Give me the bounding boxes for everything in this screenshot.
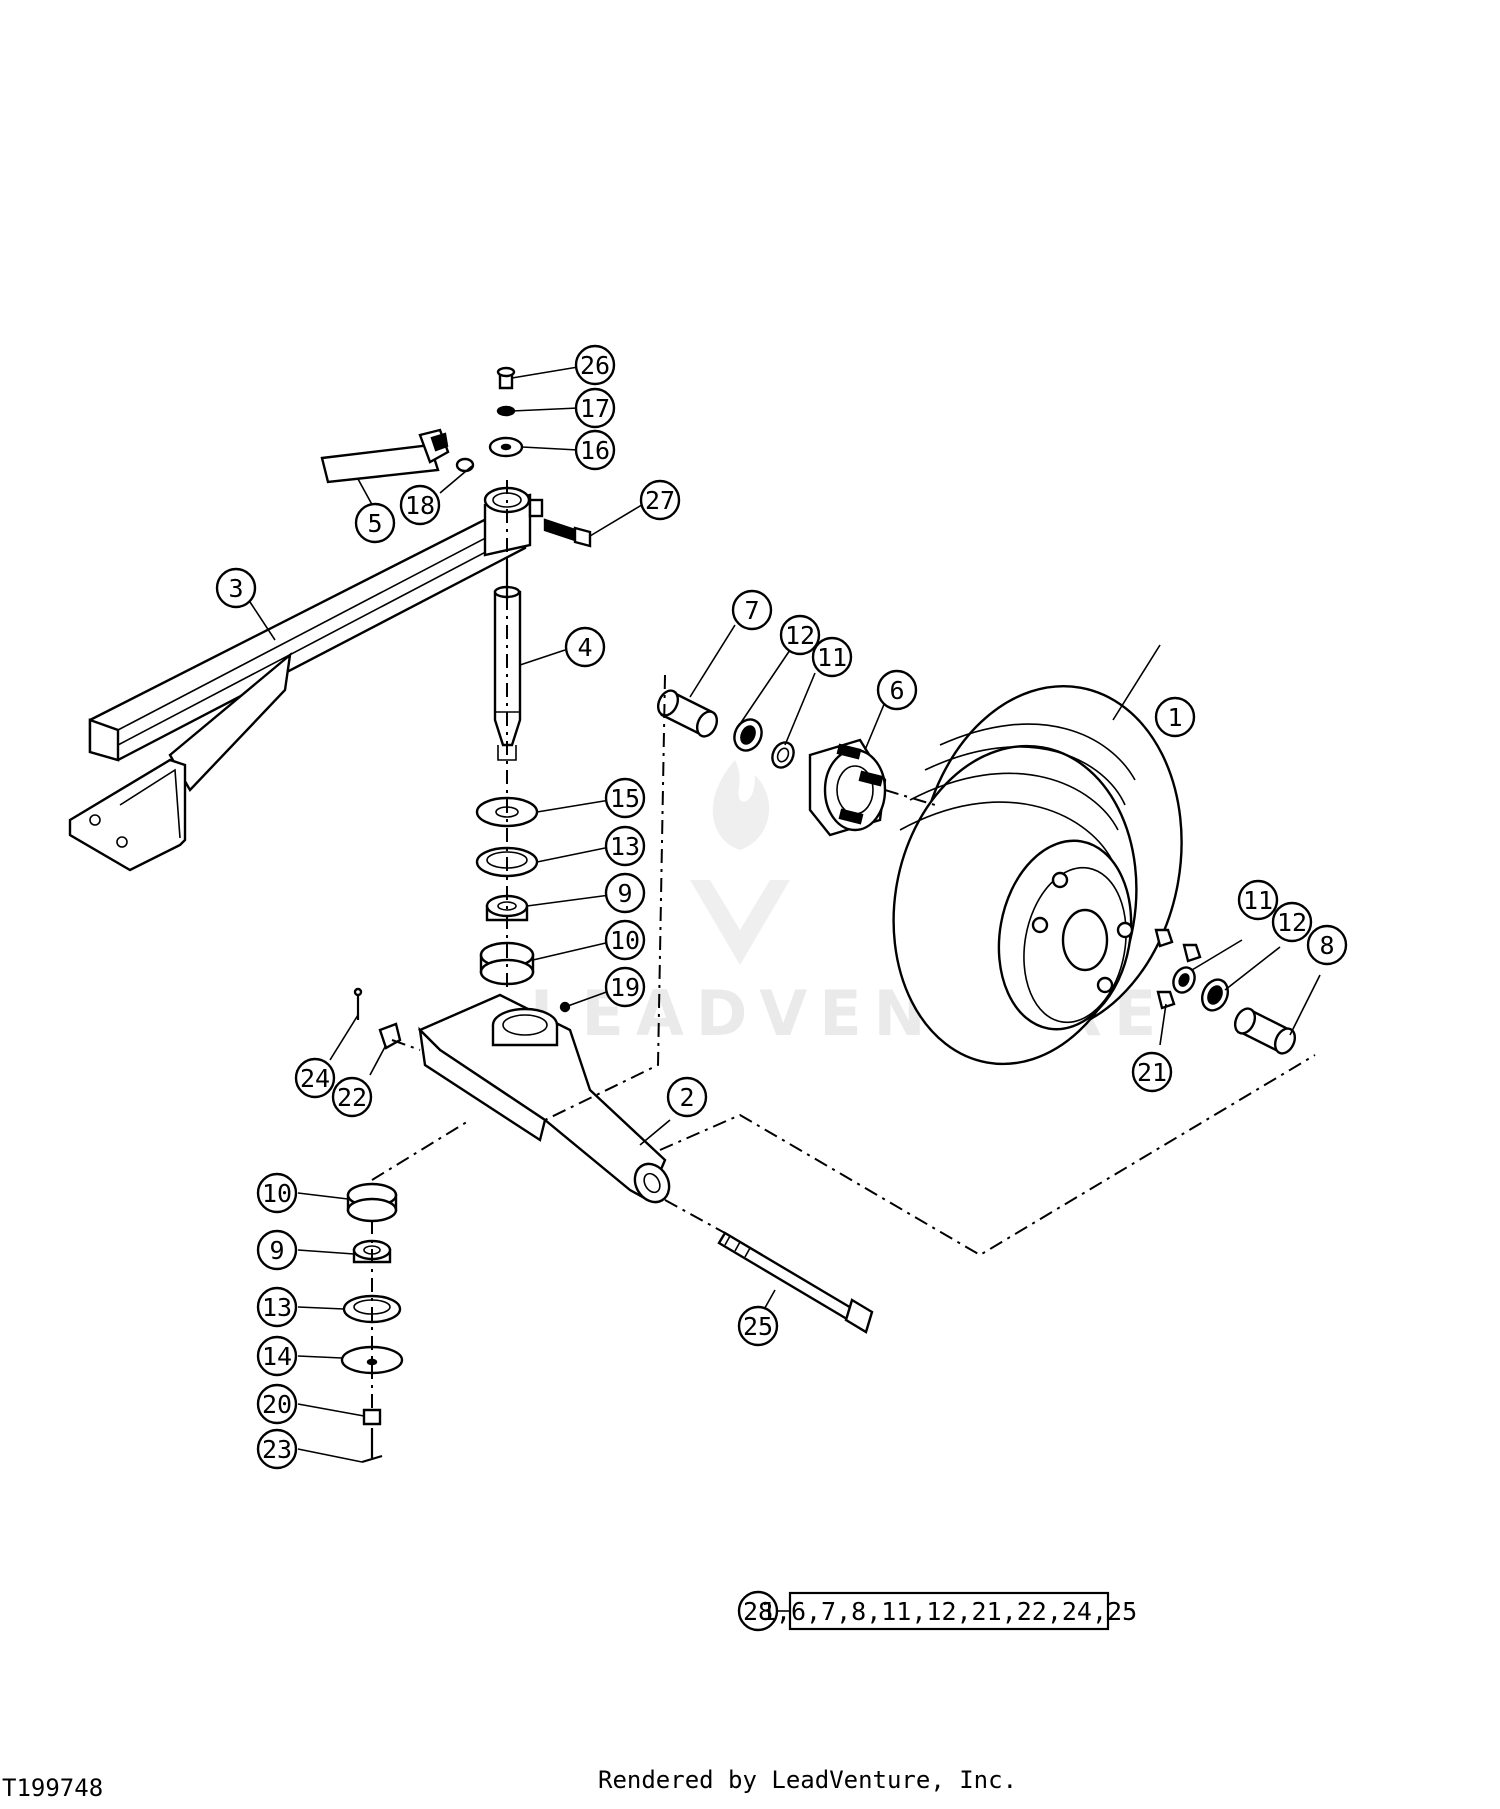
callout-12-lower[interactable]: 12 [1271,901,1313,943]
callout-25-label: 25 [743,1312,773,1341]
callout-18-label: 18 [405,491,435,520]
callout-18[interactable]: 18 [399,484,441,526]
callout-20[interactable]: 20 [256,1383,298,1425]
callout-15-label: 15 [610,784,640,813]
callout-23-label: 23 [262,1435,292,1464]
callout-28-label: 28 [743,1597,773,1626]
callout-4-label: 4 [577,633,592,662]
axle-bolt [717,1231,874,1334]
callout-11-upper[interactable]: 11 [811,636,853,678]
callout-11-upper-label: 11 [817,643,847,672]
callout-6-label: 6 [889,676,904,705]
callout-9-lower-label: 9 [269,1236,284,1265]
callout-7[interactable]: 7 [731,589,773,631]
callout-10-upper-label: 10 [610,926,640,955]
right-hub-hardware [1154,928,1297,1055]
callout-12-upper[interactable]: 12 [779,614,821,656]
callout-14[interactable]: 14 [256,1335,298,1377]
top-hardware [455,366,592,548]
kit-reference[interactable]: 28 1,6,7,8,11,12,21,22,24,25 [737,1590,1137,1632]
callout-13-upper-label: 13 [610,832,640,861]
callout-10-lower[interactable]: 10 [256,1172,298,1214]
kit-parts-list: 1,6,7,8,11,12,21,22,24,25 [761,1597,1137,1626]
caster-fork [417,993,671,1204]
callout-24-label: 24 [300,1064,330,1093]
callout-17[interactable]: 17 [574,387,616,429]
callout-3[interactable]: 3 [215,567,257,609]
callout-27[interactable]: 27 [639,479,681,521]
callout-15[interactable]: 15 [604,777,646,819]
callout-7-label: 7 [744,596,759,625]
callout-19-label: 19 [610,973,640,1002]
callout-10-lower-label: 10 [262,1179,292,1208]
callout-4[interactable]: 4 [564,626,606,668]
kit-parts-box [788,1591,1110,1631]
callout-12-upper-label: 12 [785,621,815,650]
callout-13-lower-label: 13 [262,1293,292,1322]
hub-assembly [656,689,887,837]
callout-28[interactable]: 28 [737,1590,779,1632]
callout-23[interactable]: 23 [256,1428,298,1470]
callout-26[interactable]: 26 [574,344,616,386]
callout-2[interactable]: 2 [666,1076,708,1118]
callout-19[interactable]: 19 [604,966,646,1008]
callout-21[interactable]: 21 [1131,1051,1173,1093]
callout-17-label: 17 [580,394,610,423]
callout-16[interactable]: 16 [574,429,616,471]
callout-2-label: 2 [679,1083,694,1112]
callout-5-label: 5 [367,509,382,538]
callout-8-label: 8 [1319,931,1334,960]
frame-bar [68,510,527,872]
callout-16-label: 16 [580,436,610,465]
callout-1-label: 1 [1167,703,1182,732]
callout-11-lower-label: 11 [1243,886,1273,915]
callout-11-lower[interactable]: 11 [1237,879,1279,921]
pivot-head [483,486,544,557]
callout-6[interactable]: 6 [876,669,918,711]
callout-10-upper[interactable]: 10 [604,919,646,961]
cotter-pin-and-nut-left [353,987,402,1050]
alignment-lines [371,480,1316,1410]
callout-25[interactable]: 25 [737,1305,779,1347]
upper-washer-stack [475,796,539,986]
callout-9-upper[interactable]: 9 [604,872,646,914]
wheel-tire [892,684,1183,1066]
callout-1[interactable]: 1 [1154,696,1196,738]
leader-lines [249,366,1321,1612]
callout-20-label: 20 [262,1390,292,1419]
callout-9-upper-label: 9 [617,879,632,908]
callout-9-lower[interactable]: 9 [256,1229,298,1271]
callout-3-label: 3 [228,574,243,603]
callout-26-label: 26 [580,351,610,380]
callout-13-lower[interactable]: 13 [256,1286,298,1328]
callout-22[interactable]: 22 [331,1076,373,1118]
callout-21-label: 21 [1137,1058,1167,1087]
handle [320,428,450,484]
callout-8[interactable]: 8 [1306,924,1348,966]
rendered-by: Rendered by LeadVenture, Inc. [598,1766,1018,1794]
callout-5[interactable]: 5 [354,502,396,544]
callout-13-upper[interactable]: 13 [604,825,646,867]
callout-22-label: 22 [337,1083,367,1112]
callout-14-label: 14 [262,1342,292,1371]
spindle [493,560,522,761]
figure-id: T199748 [2,1774,104,1802]
callout-12-lower-label: 12 [1277,908,1307,937]
callout-27-label: 27 [645,486,675,515]
callout-24[interactable]: 24 [294,1057,336,1099]
